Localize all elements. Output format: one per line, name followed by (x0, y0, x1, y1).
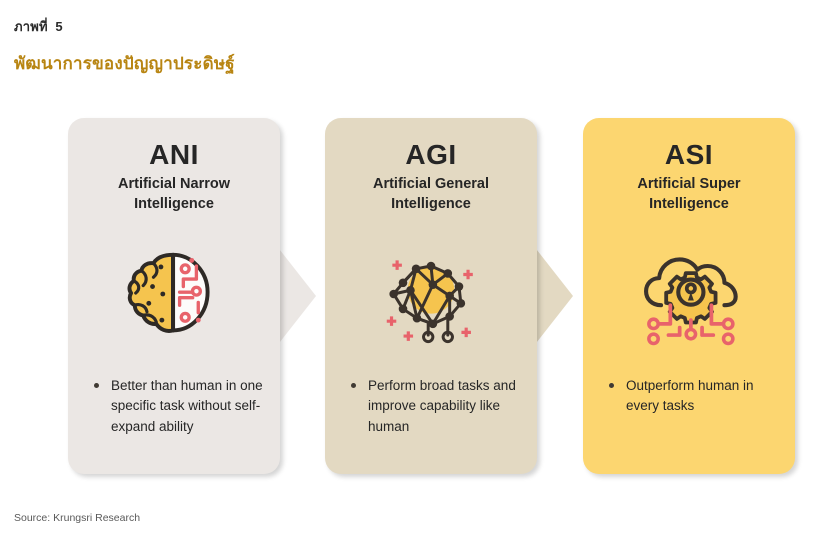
card-agi-fullname: Artificial General Intelligence (372, 176, 490, 212)
bullet-dot-icon (94, 382, 99, 388)
bullet-dot-icon (351, 382, 356, 388)
neural-network-brain-icon (371, 234, 491, 354)
page-title: พัฒนาการของปัญญาประดิษฐ์ (14, 54, 235, 73)
card-ani-bullet-text: Better than human in one specific task w… (111, 377, 263, 434)
ai-evolution-diagram: ANI Artificial Narrow Intelligence (0, 100, 840, 490)
card-agi-bullet: Perform broad tasks and improve capabili… (339, 376, 523, 438)
card-asi-bullet: Outperform human in every tasks (597, 376, 781, 417)
card-ani-fullname: Artificial Narrow Intelligence (118, 176, 230, 212)
figure-label: ภาพที่ 5 (14, 19, 63, 34)
cloud-gear-circuit-icon (629, 234, 749, 354)
card-ani-bullet: Better than human in one specific task w… (82, 376, 266, 438)
card-agi[interactable]: AGI Artificial General Intelligence (325, 118, 573, 474)
source-note: Source: Krungsri Research (14, 512, 141, 524)
card-asi-acronym: ASI (664, 139, 714, 170)
card-asi-fullname: Artificial Super Intelligence (637, 176, 741, 212)
card-agi-acronym: AGI (405, 139, 457, 170)
card-ani[interactable]: ANI Artificial Narrow Intelligence (68, 118, 316, 474)
card-ani-acronym: ANI (149, 139, 199, 170)
split-brain-icon (114, 234, 234, 354)
card-asi[interactable]: ASI Artificial Super Intelligence (583, 118, 795, 474)
bullet-dot-icon (609, 382, 614, 388)
card-asi-bullet-text: Outperform human in every tasks (626, 377, 754, 414)
card-agi-bullet-text: Perform broad tasks and improve capabili… (368, 377, 516, 434)
